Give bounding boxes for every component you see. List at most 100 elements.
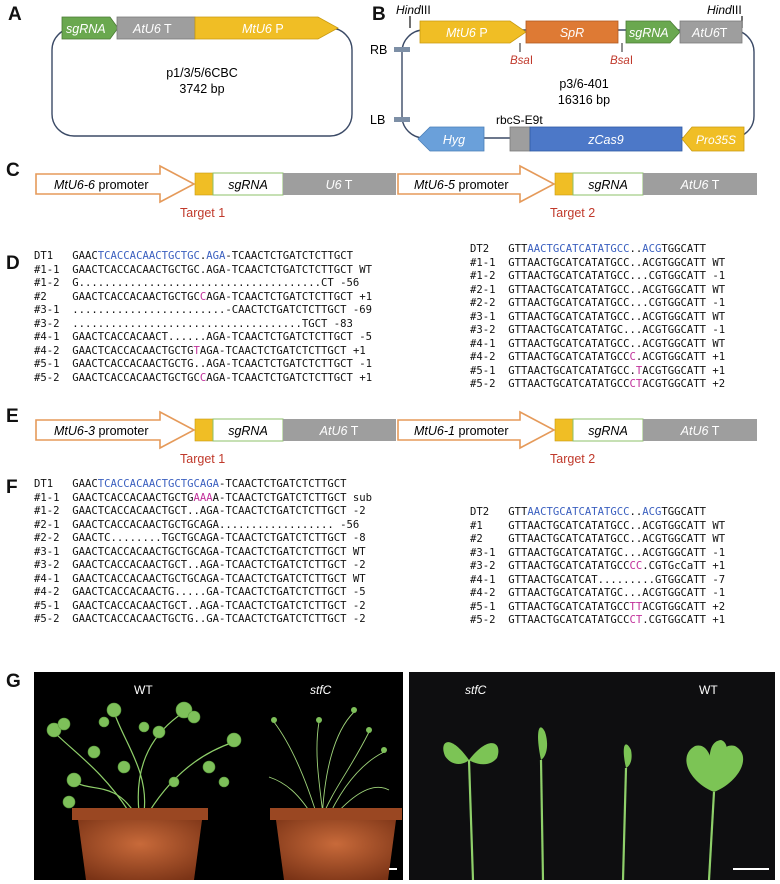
sequence-bases: GAACTCACCACAACTGCTGC: [72, 290, 200, 303]
sample-id: #4-1: [34, 572, 73, 585]
alignment-row: #4-2 GAACTCACCACAACTGCTGTAGA-TCAACTCTGAT…: [34, 345, 366, 357]
mutation-annotation: WT: [706, 337, 726, 350]
c-target2-label: Target 2: [550, 206, 595, 220]
sample-id: #2-2: [470, 297, 509, 309]
e-terminator1-label: AtU6 T: [319, 424, 359, 438]
bsai-right-label: BsaI: [610, 55, 633, 67]
e-terminator2-label: AtU6 T: [680, 424, 720, 438]
sample-id: #2: [34, 290, 73, 303]
sequence-bases: ACGTGGCATT: [642, 600, 707, 613]
alignment-row: #4-1 GAACTCACCACAACTGCTGCAGA-TCAACTCTGAT…: [34, 573, 366, 585]
alignment-row: #5-1 GAACTCACCACAACTGCT..AGA-TCAACTCTGAT…: [34, 600, 366, 612]
sample-id: #3-2: [34, 559, 73, 571]
sequence-bases: GTTAACTGCATCATATGCC: [508, 351, 630, 363]
alignment-row: #5-2 GAACTCACCACAACTGCTGCCAGA-TCAACTCTGA…: [34, 372, 372, 384]
zcas9-label: zCas9: [587, 133, 623, 147]
alignment-row: DT1 GAACTCACCACAACTGCTGC.AGA-TCAACTCTGAT…: [34, 250, 353, 262]
spr-segment: [525, 20, 619, 44]
sample-id: #3-2: [470, 560, 509, 572]
alignment-row: #4-1 GTTAACTGCATCAT.........GTGGCATT -7: [470, 574, 725, 586]
mutation-annotation: WT: [706, 310, 726, 323]
sequence-bases: GAACTCACCACAACTGCTG: [72, 491, 194, 504]
mutation-annotation: +1: [706, 560, 726, 572]
mutation-annotation: -5: [352, 331, 373, 343]
mutation-annotation: -8: [346, 532, 366, 544]
sequence-bases: G......................................C…: [72, 277, 334, 289]
mutation-annotation: -1: [706, 270, 726, 282]
sequence-bases: GAACTCACCACAACTGCTGCAGA.................…: [72, 518, 334, 531]
mutation-bases: T: [635, 364, 643, 377]
alignment-row: #2-1 GTTAACTGCATCATATGCC..ACGTGGCATT WT: [470, 284, 725, 296]
sample-id: DT1: [34, 478, 73, 490]
zcas9-segment: [529, 126, 683, 152]
sequence-bases: GAAC: [72, 478, 98, 490]
alignment-row: #2-2 GAACTC........TGCTGCAGA-TCAACTCTGAT…: [34, 532, 366, 544]
mutation-annotation: -83: [327, 317, 353, 330]
promoter-segment: [194, 16, 339, 40]
e-target2-box: [554, 418, 574, 442]
alignment-row: #2 GAACTCACCACAACTGCTGCCAGA-TCAACTCTGATC…: [34, 291, 372, 303]
sequence-bases: GAACTCACCACAACTGCTGCAGA-TCAACTCTGATCTCTT…: [72, 545, 347, 558]
sequence-bases: ....................................TGCT: [72, 317, 328, 330]
stfc-plant-foliage: [268, 711, 390, 823]
pro35s-segment: [681, 126, 745, 152]
c-terminator2-label: AtU6 T: [680, 178, 720, 192]
alignment-row: #3-2 GTTAACTGCATCATATGCCCC.CGTGcCaTT +1: [470, 560, 725, 572]
cassette-c-diagram: MtU6-6 promoter sgRNA U6 T MtU6-5 promot…: [35, 164, 757, 220]
sample-id: DT2: [470, 243, 509, 255]
bsai-left-label: BsaI: [510, 55, 533, 67]
sequence-bases: GAACTCACCACAACTGCT..AGA-TCAACTCTGATCTCTT…: [72, 559, 347, 571]
sample-id: DT2: [470, 506, 509, 518]
e-promoter2-arrow: [397, 410, 556, 450]
alignment-row: #3-1 GAACTCACCACAACTGCTGCAGA-TCAACTCTGAT…: [34, 546, 366, 558]
sample-id: #2: [470, 533, 509, 545]
e-terminator1-box: [283, 419, 396, 441]
panel-label-c: C: [6, 160, 20, 181]
sample-id: #4-1: [34, 331, 73, 343]
sequence-bases: .ACGTGGCATT: [635, 351, 707, 363]
rb-label: RB: [370, 43, 387, 57]
g-left-wt-label: WT: [134, 683, 153, 697]
alignment-row: #4-1 GTTAACTGCATCATATGCC..ACGTGGCATT WT: [470, 338, 725, 350]
e-promoter1-label: MtU6-3 promoter: [54, 424, 148, 438]
mutation-bases: CT: [629, 378, 643, 390]
sequence-bases: .: [199, 250, 207, 262]
atu6t-label: AtU6T: [691, 26, 728, 40]
sample-id: #4-2: [470, 587, 509, 599]
e-target1-box: [194, 418, 214, 442]
sample-id: #4-1: [470, 573, 509, 586]
sequence-bases: TGGCATT: [661, 243, 707, 255]
mutation-annotation: -1: [706, 297, 726, 309]
g-right-wt-label: WT: [699, 683, 718, 697]
sequence-bases: GAACTCACCACAACTGCTG: [72, 344, 194, 357]
sample-id: #1-2: [34, 505, 73, 517]
rbcs-terminator-label: rbcS-E9t: [496, 113, 543, 127]
sequence-bases: GAACTCACCACAACTGCTG..AGA-TCAACTCTGATCTCT…: [72, 358, 353, 370]
plasmid-b-diagram: HindIII HindIII MtU6 P SpR BsaI BsaI sgR…: [370, 3, 755, 152]
sample-id: #5-2: [470, 378, 509, 390]
target-bases: ACG: [642, 506, 662, 518]
cassette-e-diagram: MtU6-3 promoter sgRNA AtU6 T MtU6-1 prom…: [35, 410, 757, 466]
alignment-row: DT2 GTTAACTGCATCATATGCC..ACGTGGCATT: [470, 243, 706, 255]
mutation-bases: CT: [629, 614, 643, 626]
rbcs-segment: [509, 126, 531, 152]
mutation-bases: C: [199, 290, 207, 303]
sample-id: #2-1: [470, 283, 509, 296]
hyg-segment: [417, 126, 485, 152]
alignment-row: #1-2 G..................................…: [34, 277, 359, 289]
sequence-bases: TGGCATT: [661, 506, 707, 518]
sequence-bases: GTTAACTGCATCATATGC...ACGTGGCATT: [508, 324, 706, 336]
sequence-bases: GAACTCACCACAACTGCTGC.AGA-TCAACTCTGATCTCT…: [72, 263, 353, 276]
mutation-annotation: -69: [346, 304, 373, 316]
sequence-bases: GTTAACTGCATCATATGCC: [508, 614, 630, 626]
sgrna-segment-b: [625, 20, 681, 44]
f-left-alignment: DT1 GAACTCACCACAACTGCTGCAGA-TCAACTCTGATC…: [34, 478, 372, 627]
mutation-annotation: -1: [706, 546, 726, 559]
sequence-bases: GTTAACTGCATCATATGC...ACGTGGCATT: [508, 546, 706, 559]
sample-id: #5-2: [34, 613, 73, 625]
mutation-annotation: +1: [346, 344, 366, 357]
sample-id: #3-2: [470, 324, 509, 336]
sequence-bases: GTTAACTGCATCATATGCC..ACGTGGCATT: [508, 256, 706, 269]
alignment-row: #4-2 GTTAACTGCATCATATGCCC.ACGTGGCATT +1: [470, 351, 725, 363]
e-promoter2-label: MtU6-1 promoter: [414, 424, 508, 438]
